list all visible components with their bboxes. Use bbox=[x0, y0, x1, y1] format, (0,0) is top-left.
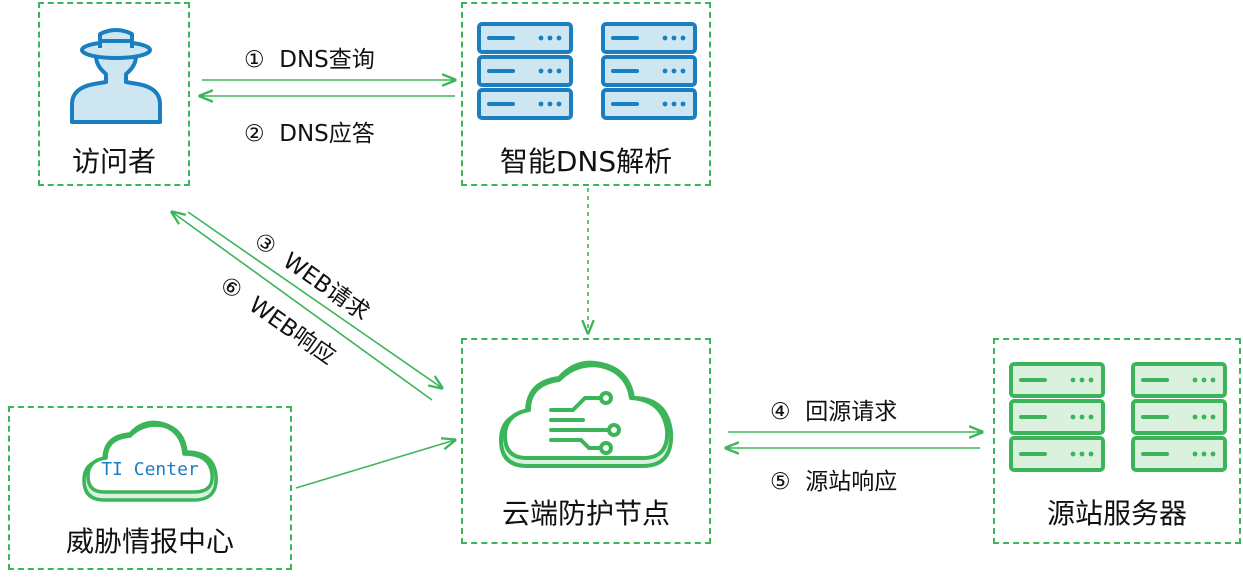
ti-cloud-icon bbox=[82, 420, 218, 502]
edge-label-dns-query: ① DNS查询 bbox=[244, 40, 375, 74]
dns-server-icon bbox=[477, 22, 573, 120]
step-text: DNS应答 bbox=[279, 121, 375, 147]
step-number: ① bbox=[244, 47, 265, 73]
arrow-web-response bbox=[172, 212, 433, 401]
edge-label-origin-response: ⑤ 源站响应 bbox=[770, 462, 897, 496]
edge-label-back-to-origin: ④ 回源请求 bbox=[770, 392, 897, 426]
smart-dns-label: 智能DNS解析 bbox=[499, 145, 673, 178]
step-number: ⑤ bbox=[770, 469, 791, 495]
origin-server-icon bbox=[1009, 362, 1105, 472]
origin-server-node: 源站服务器 bbox=[993, 338, 1241, 544]
visitor-label: 访问者 bbox=[71, 145, 156, 178]
threat-intel-label: 威胁情报中心 bbox=[65, 525, 234, 558]
step-text: 回源请求 bbox=[805, 399, 898, 425]
visitor-node: 访问者 bbox=[38, 2, 190, 186]
origin-server-icon bbox=[1131, 362, 1227, 472]
step-number: ② bbox=[244, 121, 265, 147]
origin-server-label: 源站服务器 bbox=[1046, 497, 1187, 530]
arrow-web-request bbox=[187, 211, 442, 388]
step-text: 源站响应 bbox=[805, 469, 898, 495]
cloud-node-label: 云端防护节点 bbox=[501, 497, 670, 530]
cloud-protection-node: 云端防护节点 bbox=[461, 338, 711, 544]
step-text: DNS查询 bbox=[279, 47, 375, 73]
step-number: ④ bbox=[770, 399, 791, 425]
arrow-ti-to-node bbox=[295, 440, 455, 489]
cloud-circuit-icon bbox=[499, 360, 674, 468]
visitor-icon bbox=[70, 28, 162, 124]
ti-center-badge: TI Center bbox=[101, 459, 199, 480]
threat-intel-node: TI Center 威胁情报中心 bbox=[8, 406, 292, 570]
edge-label-dns-response: ② DNS应答 bbox=[244, 114, 375, 148]
smart-dns-node: 智能DNS解析 bbox=[461, 2, 711, 186]
dns-server-icon bbox=[601, 22, 697, 120]
